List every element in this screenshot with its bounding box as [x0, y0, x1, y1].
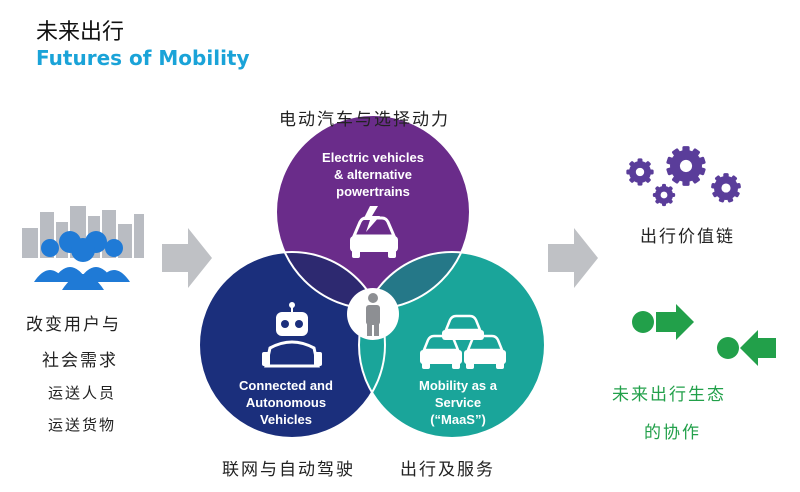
venn-right-label-1: Mobility as a [419, 378, 498, 393]
venn-circle-maas [359, 252, 545, 438]
left-text-line3: 运送人员 [48, 384, 117, 402]
electric-car-icon [350, 206, 398, 258]
robot-icon [262, 302, 322, 368]
left-text-line4: 运送货物 [48, 416, 117, 434]
venn-top-label: Electric vehicles & alternative powertra… [322, 150, 424, 199]
venn-left-label-1: Connected and [239, 378, 333, 393]
left-text-line2: 社会需求 [42, 351, 118, 371]
venn-overlap-top-left [276, 252, 385, 309]
venn-left-label-3: Vehicles [260, 412, 312, 427]
arrow-right-icon-right [548, 228, 598, 288]
collaboration-arrows-icon [632, 304, 776, 366]
shared-cars-icon [420, 314, 506, 369]
value-chain-text: 出行价值链 [640, 227, 735, 247]
caption-connected-cn: 联网与自动驾驶 [222, 460, 355, 480]
venn-top-label-1: Electric vehicles [322, 150, 424, 165]
ecosystem-text-line1: 未来出行生态 [612, 385, 726, 405]
venn-right-label-2: Service [435, 395, 481, 410]
ecosystem-text-line2: 的协作 [644, 423, 701, 443]
page-title-en: Futures of Mobility [36, 46, 250, 70]
venn-top-label-2: & alternative [334, 167, 412, 182]
person-icon [347, 288, 399, 340]
arrow-right-icon-left [162, 228, 212, 288]
left-text-line1: 改变用户与 [26, 315, 121, 335]
venn-top-label-3: powertrains [336, 184, 410, 199]
venn-left-label-2: Autonomous [246, 395, 326, 410]
venn-left-label: Connected and Autonomous Vehicles [239, 378, 333, 427]
venn-right-label-3: (“MaaS”) [430, 412, 486, 427]
page-title-cn: 未来出行 [36, 20, 125, 45]
caption-electric-cn: 电动汽车与选择动力 [279, 110, 450, 130]
people-group-icon [34, 231, 130, 290]
gears-icon [626, 146, 741, 207]
caption-maas-cn: 出行及服务 [400, 460, 495, 480]
venn-overlap-top-right [359, 252, 470, 309]
venn-right-label: Mobility as a Service (“MaaS”) [419, 378, 498, 427]
